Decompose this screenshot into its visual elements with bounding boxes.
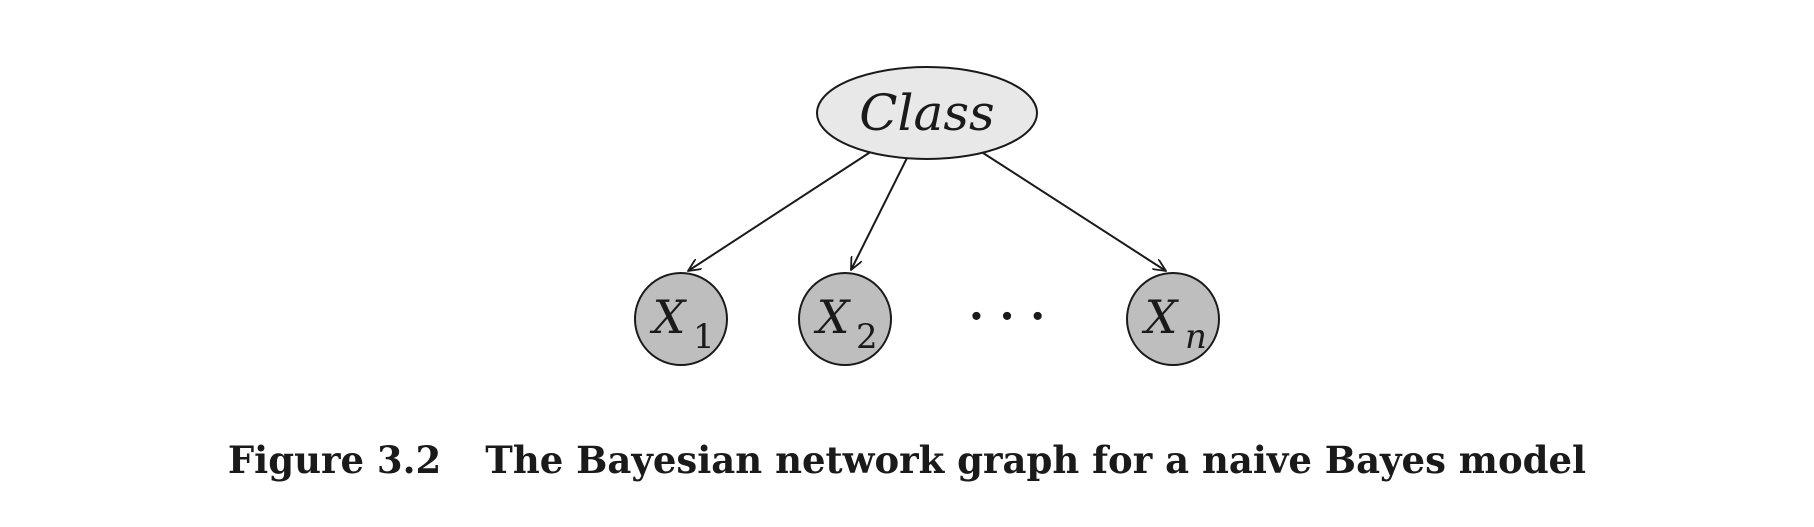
edge-class-x1 xyxy=(688,150,873,271)
x2-subscript: 2 xyxy=(856,317,878,357)
x1-node: X 1 xyxy=(634,272,728,366)
edge-class-xn xyxy=(979,150,1166,271)
class-node-label: Class xyxy=(859,84,994,142)
class-node: Class xyxy=(816,66,1038,160)
xn-label: X xyxy=(1142,290,1180,344)
edge-class-x2 xyxy=(851,157,908,270)
xn-node: X n xyxy=(1126,272,1220,366)
x1-label: X xyxy=(650,290,688,344)
xn-subscript: n xyxy=(1185,317,1207,357)
svg-text:X: X xyxy=(650,290,688,344)
x1-subscript: 1 xyxy=(693,317,715,357)
x2-label: X xyxy=(814,290,852,344)
figure-number: Figure 3.2 xyxy=(227,438,442,482)
svg-text:X: X xyxy=(1142,290,1180,344)
figure-caption-text: The Bayesian network graph for a naive B… xyxy=(485,438,1587,482)
figure-caption: Figure 3.2 The Bayesian network graph for… xyxy=(0,438,1814,482)
svg-text:X: X xyxy=(814,290,852,344)
x2-node: X 2 xyxy=(798,272,892,366)
ellipsis: · · · xyxy=(969,291,1046,342)
